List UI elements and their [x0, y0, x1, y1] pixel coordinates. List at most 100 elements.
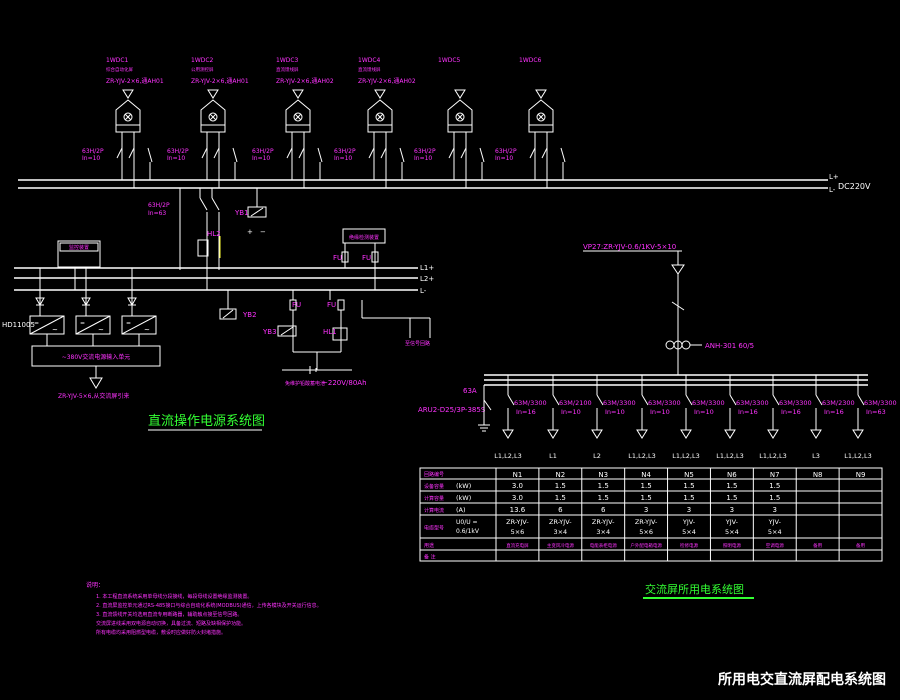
table-cell: 1.5: [555, 482, 566, 490]
feeder-arrow: [292, 89, 304, 99]
ac-in-arrow: [671, 264, 685, 275]
fuse-1-label: FU: [333, 254, 342, 262]
dc-feeder-breaker: 63H/2P: [252, 148, 274, 155]
ac-feeder-rating: In=16: [738, 408, 758, 416]
main-breaker-type: 63H/2P: [148, 202, 170, 209]
table-cell: 直流充电屏: [506, 542, 529, 549]
table-cell: 5×4: [725, 528, 739, 536]
dc-feeder-breaker: 63H/2P: [414, 148, 436, 155]
feeder-cabinet: [528, 99, 554, 133]
table-cell: YJV-: [768, 518, 782, 526]
dc-feeder-cable: ZR-YJV-2×6,通AH02: [276, 77, 334, 85]
feeder-switch-b: [128, 147, 135, 159]
ac-feeder-breaker: 63M/3300: [514, 399, 547, 407]
table-cell: 3×4: [553, 528, 567, 536]
dc-feeder-id: 1WDC6: [519, 57, 542, 64]
table-cell: 备用: [856, 542, 865, 549]
rectifier-diag: [121, 315, 157, 335]
bus-l1p-label: L1+: [420, 264, 434, 272]
rectifier-ac-sym: ~: [144, 326, 150, 334]
table-cell: 户外配电箱电源: [630, 542, 662, 549]
table-cell: 1.5: [683, 494, 694, 502]
hl1-lamp: [332, 327, 348, 341]
ac-feeder-switch: [552, 394, 560, 406]
table-row-unit: (kW): [456, 494, 471, 502]
dc-feeder-rating: In=10: [414, 155, 432, 162]
table-cell: 3×4: [596, 528, 610, 536]
dc-feeder-breaker: 63H/2P: [167, 148, 189, 155]
table-cell: 电能表柜电源: [590, 542, 617, 549]
ac-feeder-arrow: [724, 429, 736, 439]
dc-feeder-id: 1WDC4: [358, 57, 381, 64]
table-cell: 5×6: [511, 528, 525, 536]
yb2-label: YB2: [242, 311, 257, 319]
ac-feeder-rating: In=10: [650, 408, 670, 416]
feeder-arrow: [122, 89, 134, 99]
table-cell: 1.5: [769, 482, 780, 490]
table-header-cell: N8: [813, 471, 823, 479]
ac-feeder-arrow: [680, 429, 692, 439]
table-cell: 检修电源: [680, 542, 698, 549]
ac-feeder-breaker: 63M/3300: [779, 399, 812, 407]
ac-feeder-phase: L1,L2,L3: [844, 452, 871, 460]
battery-rating: ~220V/80Ah: [322, 379, 367, 387]
rectifier-diode: [127, 297, 137, 307]
dc-feeder-note: 公用测控屏: [191, 66, 214, 73]
main-breaker-contact-1: [199, 197, 208, 211]
ac-feeder-phase: L1,L2,L3: [716, 452, 743, 460]
main-breaker-rating: In=63: [148, 210, 166, 217]
table-row-unit: U0/U =: [456, 519, 478, 526]
ac-feeder-arrow: [636, 429, 648, 439]
ac-surge-label: ARU2-D25/3P-385S: [418, 406, 486, 414]
table-row-label: 计算电流: [424, 507, 444, 514]
ac-feeder-breaker: 63M/3300: [692, 399, 725, 407]
yb1-needle: [250, 207, 264, 217]
dc-feeder-id: 1WDC2: [191, 57, 214, 64]
yb2-needle: [222, 309, 234, 319]
table-cell: 3: [644, 506, 648, 514]
bus-lneg-label: L-: [420, 287, 427, 295]
feeder-lamp-x2: [537, 113, 545, 121]
ac-in-switch: [671, 301, 685, 311]
table-cell: ZR-YJV-: [549, 518, 572, 526]
feeder-lamp: [123, 112, 133, 122]
ac-feeder-breaker: 63M/3300: [603, 399, 636, 407]
feeder-aux-contact: [479, 147, 485, 163]
dc-feeder-cable: ZR-YJV-2×6,通AH01: [191, 77, 249, 85]
bus-label-negative: L-: [829, 186, 836, 194]
dc-feeder-breaker: 63H/2P: [82, 148, 104, 155]
rectifier-dc-sym: =: [34, 320, 39, 327]
monitor-box-label: 监控装置: [69, 244, 89, 251]
table-cell: 1.5: [769, 494, 780, 502]
table-row-unit: (A): [456, 506, 466, 514]
feeder-switch-a: [286, 147, 293, 159]
feeder-switch-b: [541, 147, 548, 159]
ac-feeder-switch: [857, 394, 865, 406]
table-cell: 1.5: [555, 494, 566, 502]
dc-voltage-label: DC220V: [838, 182, 871, 191]
table-cell: 空调电源: [766, 542, 784, 549]
ac-feeder-arrow: [810, 429, 822, 439]
table-cell: 照明电源: [723, 542, 741, 549]
ac-feeder-rating: In=16: [824, 408, 844, 416]
monitor-box-title-bg: [59, 242, 99, 252]
feeder-switch-b: [380, 147, 387, 159]
table-cell: 1.5: [726, 494, 737, 502]
bus-label-positive: L+: [829, 173, 839, 181]
dc-feeder-rating: In=10: [252, 155, 270, 162]
table-row-unit: 0.6/1kV: [456, 528, 480, 535]
ac-feeder-phase: L2: [593, 452, 601, 460]
dc-feeder-id: 1WDC3: [276, 57, 299, 64]
bus-l2p-label: L2+: [420, 275, 434, 283]
yb3-meter: [277, 325, 297, 337]
table-row-label: 设备容量: [424, 483, 444, 490]
yb1-label: YB1: [234, 209, 249, 217]
feeder-lamp-x2: [209, 113, 217, 121]
table-cell: ZR-YJV-: [506, 518, 529, 526]
yb2-meter: [219, 308, 237, 320]
yb3-needle: [280, 326, 294, 336]
main-breaker-contact-2: [211, 197, 220, 211]
ac-feeder-arrow: [767, 429, 779, 439]
ac-feeder-switch: [729, 394, 737, 406]
